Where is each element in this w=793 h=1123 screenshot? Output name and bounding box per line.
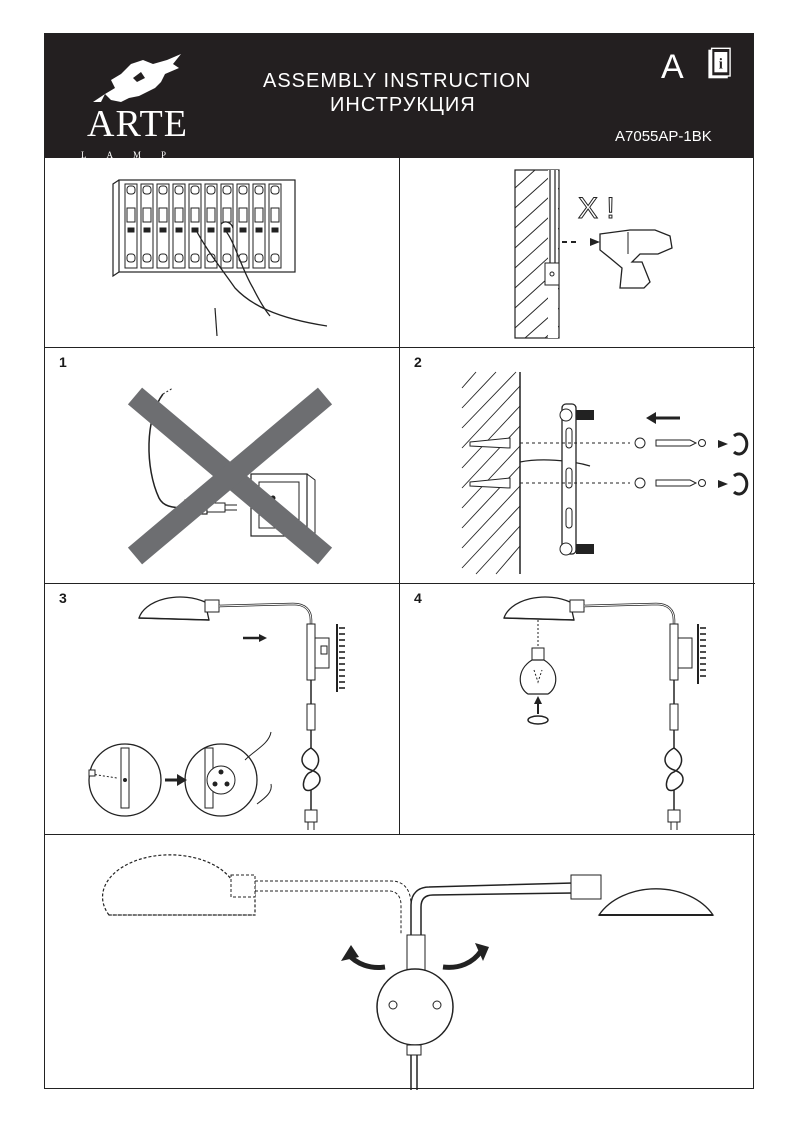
step-number-2: 2 bbox=[414, 354, 422, 370]
header-bar: ARTE LAMP ASSEMBLY INSTRUCTION ИНСТРУКЦИ… bbox=[45, 34, 753, 160]
panel-power-off bbox=[45, 158, 400, 348]
bulb-install-illustration bbox=[503, 596, 706, 830]
svg-text:i: i bbox=[719, 57, 723, 73]
brand-name: ARTE bbox=[87, 103, 188, 145]
warning-mark: X ! bbox=[578, 192, 615, 225]
panel-step-2: 2 bbox=[400, 348, 755, 584]
model-number: A7055AP-1BK bbox=[615, 128, 712, 145]
panel-step-4: 4 bbox=[400, 584, 755, 835]
brand-subtitle: LAMP bbox=[81, 150, 187, 160]
lamp-mount-illustration bbox=[88, 596, 345, 830]
step-number-3: 3 bbox=[59, 590, 67, 606]
breaker-panel-illustration bbox=[112, 179, 328, 337]
mounting-plate-illustration bbox=[461, 371, 749, 575]
instruction-sheet: ARTE LAMP ASSEMBLY INSTRUCTION ИНСТРУКЦИ… bbox=[44, 33, 755, 1090]
version-letter: A bbox=[661, 48, 684, 86]
unplug-illustration bbox=[127, 387, 333, 565]
step-number-4: 4 bbox=[414, 590, 422, 606]
drill-warning-illustration: X ! bbox=[514, 169, 673, 339]
brand-logo: ARTE LAMP bbox=[81, 50, 211, 160]
panel-rotation bbox=[45, 835, 755, 1090]
step-number-1: 1 bbox=[59, 354, 67, 370]
title-english: ASSEMBLY INSTRUCTION bbox=[263, 70, 532, 92]
panel-step-1: 1 bbox=[45, 348, 400, 584]
info-manual-icon: i bbox=[708, 47, 731, 79]
panel-step-3: 3 bbox=[45, 584, 400, 835]
panel-no-drilling: X ! bbox=[400, 158, 755, 348]
title-russian: ИНСТРУКЦИЯ bbox=[330, 94, 476, 116]
rotation-illustration bbox=[101, 854, 715, 1090]
lion-logo-icon bbox=[93, 54, 181, 102]
